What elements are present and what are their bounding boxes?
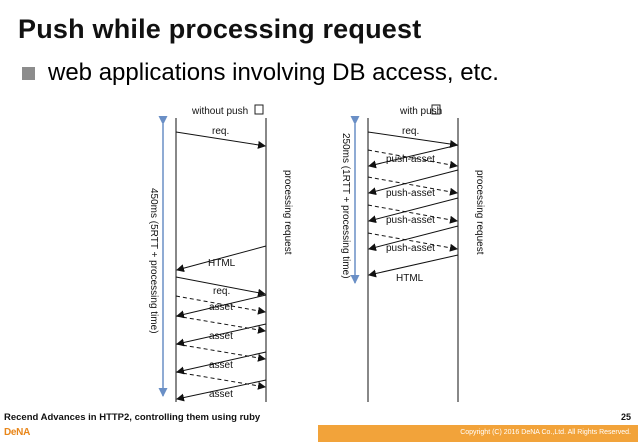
push-asset-label: push-asset: [386, 215, 435, 226]
page-number: 25: [620, 412, 631, 422]
footer-title: Recend Advances in HTTP2, controlling th…: [4, 412, 261, 423]
push-asset-arrow: [368, 169, 459, 196]
asset-label: asset: [209, 331, 233, 342]
request-label: req.: [212, 126, 229, 137]
push-asset-label: push-asset: [386, 188, 435, 199]
square-bullet-icon: [22, 66, 35, 80]
processing-label: processing request: [474, 170, 485, 255]
push-asset-label: push-asset: [386, 154, 435, 165]
asset-response-arrow: [176, 351, 267, 375]
html-response-arrow: [176, 245, 267, 273]
rtt-label: 450ms (5RTT + processing time): [148, 188, 159, 334]
asset-request-arrow: [175, 371, 266, 390]
followup-request-arrow: [175, 276, 266, 297]
processing-label: processing request: [282, 170, 293, 255]
push-ack-arrow: [367, 149, 458, 169]
push-asset-arrow: [368, 225, 459, 252]
push-asset-arrow: [368, 144, 459, 169]
diagram-right-header: with push: [399, 106, 442, 117]
html-response-arrow: [368, 254, 459, 278]
asset-label: asset: [209, 302, 233, 313]
dena-logo: DeNA: [4, 427, 31, 438]
footer-bar: [0, 425, 638, 442]
html-label: HTML: [208, 258, 236, 269]
missing-glyph-icon: [254, 104, 264, 115]
request-arrow: [175, 131, 266, 149]
footer-accent-segment: [318, 425, 638, 442]
push-asset-arrow: [368, 197, 459, 224]
push-ack-arrow: [367, 176, 458, 196]
request-arrow: [367, 131, 458, 148]
diagram-with-push: with push 250ms (1RTT + processing time)…: [340, 104, 485, 402]
html-label: HTML: [396, 273, 424, 284]
request-label: req.: [402, 126, 419, 137]
asset-response-arrow: [176, 379, 267, 402]
slide-title: Push while processing request: [18, 14, 422, 44]
asset-request-arrow: [175, 343, 266, 362]
bullet-text: web applications involving DB access, et…: [48, 59, 499, 86]
asset-label: asset: [209, 360, 233, 371]
asset-request-arrow: [175, 295, 266, 315]
missing-glyph-icon: [431, 104, 441, 115]
asset-response-arrow: [176, 294, 267, 319]
asset-response-arrow: [176, 323, 267, 347]
push-asset-label: push-asset: [386, 243, 435, 254]
asset-request-arrow: [175, 315, 266, 334]
copyright: Copyright (C) 2016 DeNA Co.,Ltd. All Rig…: [460, 429, 631, 436]
footer-white-segment: [0, 425, 318, 442]
diagram-without-push: without push 450ms (5RTT + processing ti…: [148, 104, 293, 402]
push-ack-arrow: [367, 204, 458, 224]
asset-label: asset: [209, 389, 233, 400]
bullet-item: web applications involving DB access, et…: [22, 56, 499, 90]
rtt-label: 250ms (1RTT + processing time): [340, 133, 351, 279]
followup-request-label: req.: [213, 286, 230, 297]
diagram-left-header: without push: [191, 106, 248, 117]
push-ack-arrow: [367, 232, 458, 252]
